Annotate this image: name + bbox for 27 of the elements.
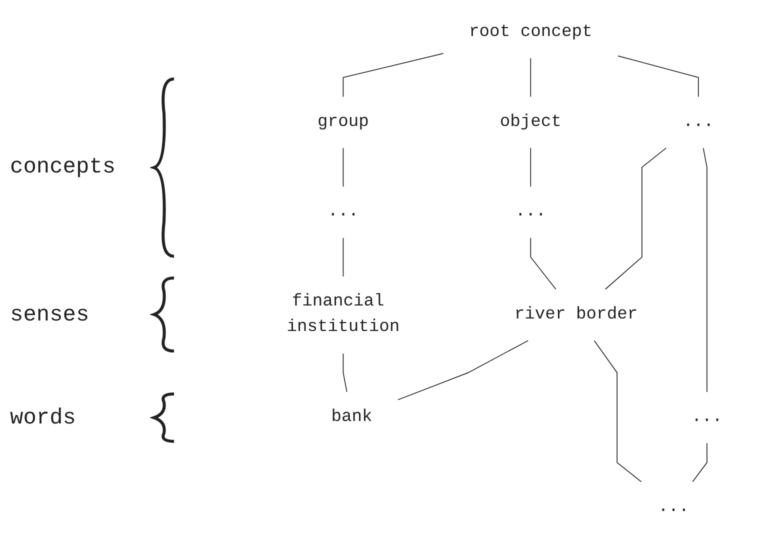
connector [342, 237, 344, 277]
node-text: ... [682, 112, 714, 132]
node-text: ... [658, 497, 689, 517]
connector [398, 340, 528, 400]
node-text: ... [692, 407, 722, 428]
node-text: ... [328, 202, 359, 222]
connector [692, 442, 708, 482]
node-text: river border [514, 304, 638, 324]
node-text: group [318, 112, 369, 132]
connector [594, 340, 642, 482]
node-text: financial institution [286, 292, 400, 338]
node-text: bank [331, 407, 372, 428]
connector [604, 148, 667, 290]
connector [342, 353, 348, 392]
connector [530, 148, 532, 187]
connector [342, 148, 344, 187]
connector [618, 55, 699, 98]
connector [342, 53, 444, 98]
level-label: concepts [10, 154, 116, 180]
level-label: words [10, 405, 76, 430]
connector [530, 237, 556, 290]
connector [702, 148, 708, 392]
level-label: senses [10, 302, 90, 328]
node-text: object [500, 112, 562, 132]
node-text: root concept [469, 22, 592, 42]
connector [530, 58, 532, 98]
node-text: ... [515, 202, 546, 222]
